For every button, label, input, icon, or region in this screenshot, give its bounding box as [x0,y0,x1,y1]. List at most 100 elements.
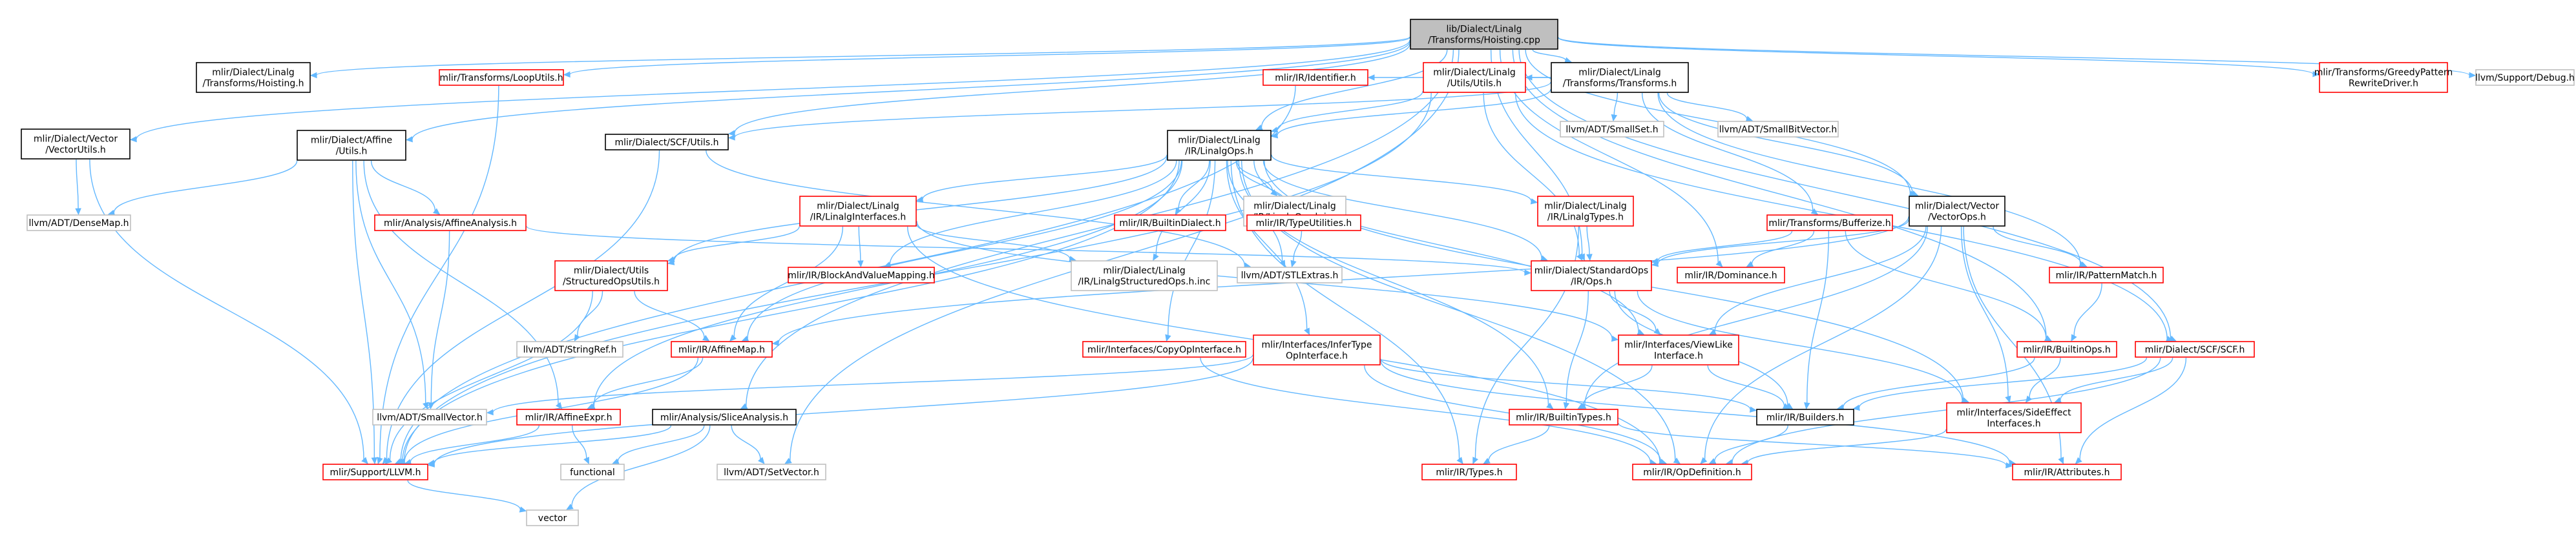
node-dense-map[interactable]: llvm/ADT/DenseMap.h [26,214,131,231]
node-vector-utils[interactable]: mlir/Dialect/Vector/VectorUtils.h [21,128,131,159]
node-bufferize[interactable]: mlir/Transforms/Bufferize.h [1766,214,1893,231]
edge-llvm-h-to-vector [407,480,527,513]
node-transforms-h[interactable]: mlir/Dialect/Linalg/Transforms/Transform… [1551,62,1689,93]
node-label: mlir/Analysis/SliceAnalysis.h [660,413,788,423]
node-string-ref[interactable]: llvm/ADT/StringRef.h [516,341,623,358]
edge-line [889,160,1177,265]
node-linalg-utils[interactable]: mlir/Dialect/Linalg/Utils/Utils.h [1423,62,1526,93]
node-scf-utils[interactable]: mlir/Dialect/SCF/Utils.h [605,134,729,150]
node-box [2049,267,2164,283]
node-box [526,509,579,526]
node-builtin-types[interactable]: mlir/IR/BuiltinTypes.h [1509,409,1618,426]
node-builtin-dialect[interactable]: mlir/IR/BuiltinDialect.h [1114,214,1226,231]
edge-linalg-ops-to-linalg-types [1271,154,1538,205]
node-op-definition[interactable]: mlir/IR/OpDefinition.h [1632,464,1752,480]
edge-arrowhead [1546,402,1554,409]
node-builtin-ops[interactable]: mlir/IR/BuiltinOps.h [2016,341,2117,358]
edge-arrowhead [771,340,779,346]
node-linalg-ops[interactable]: mlir/Dialect/Linalg/IR/LinalgOps.h [1167,130,1272,161]
edge-line [2029,357,2061,398]
node-affine-map[interactable]: mlir/IR/AffineMap.h [671,341,773,358]
edge-arrowhead [361,457,368,464]
node-block-and-value[interactable]: mlir/IR/BlockAndValueMapping.h [788,267,935,283]
node-box [516,341,623,358]
edge-line [571,425,711,507]
node-linalg-interfaces[interactable]: mlir/Dialect/Linalg/IR/LinalgInterfaces.… [799,196,917,227]
edge-linalg-ops-to-copy-op-interface [1165,160,1216,342]
node-loop-utils[interactable]: mlir/Transforms/LoopUtils.h [439,69,564,86]
edge-line [1483,92,1580,256]
edge-arrowhead [486,409,494,416]
edge-arrowhead [1525,74,1533,81]
edge-arrowhead [583,457,589,465]
edge-transforms-h-to-small-bit-vector [1666,92,1754,122]
node-box [2319,62,2448,93]
node-slice-analysis[interactable]: mlir/Analysis/SliceAnalysis.h [652,409,797,426]
node-scf-h[interactable]: mlir/Dialect/SCF/SCF.h [2135,341,2255,358]
node-label: /VectorUtils.h [45,145,105,156]
node-box [372,409,487,426]
edge-arrowhead [1804,402,1810,410]
node-vector[interactable]: vector [526,509,579,526]
node-box [1246,214,1361,231]
node-standard-ops[interactable]: mlir/Dialect/StandardOps/IR/Ops.h [1531,260,1652,291]
node-copy-op-interface[interactable]: mlir/Interfaces/CopyOpInterface.h [1082,341,1246,358]
node-structured-ops-inc[interactable]: mlir/Dialect/Linalg/IR/LinalgStructuredO… [1071,260,1218,291]
node-box [1537,196,1634,227]
node-type-utilities[interactable]: mlir/IR/TypeUtilities.h [1246,214,1361,231]
node-stl-extras[interactable]: llvm/ADT/STLExtras.h [1237,267,1343,283]
edge-arrowhead [555,402,563,409]
node-affine-analysis[interactable]: mlir/Analysis/AffineAnalysis.h [374,214,527,231]
edge-line [1714,226,1927,332]
node-small-set[interactable]: llvm/ADT/SmallSet.h [1560,121,1664,138]
edge-line [352,160,375,458]
node-identifier[interactable]: mlir/IR/Identifier.h [1262,69,1368,86]
node-vector-ops[interactable]: mlir/Dialect/Vector/VectorOps.h [1909,196,2005,227]
edge-arrowhead [1637,329,1645,335]
edge-line [673,156,1168,263]
node-root[interactable]: lib/Dialect/Linalg/Transforms/Hoisting.c… [1410,19,1558,50]
edge-arrowhead [1563,402,1570,410]
edge-linalg-ops-to-infer-type [1226,160,1310,336]
node-dominance[interactable]: mlir/IR/Dominance.h [1677,267,1785,283]
node-debug[interactable]: llvm/Support/Debug.h [2475,69,2575,86]
node-small-bit-vector[interactable]: llvm/ADT/SmallBitVector.h [1717,121,1839,138]
edge-root-to-builtin-ops [1512,49,2053,342]
node-label: /Transforms/Hoisting.h [202,79,304,89]
edge-line [412,41,1410,139]
edge-line [316,36,1410,76]
node-attributes[interactable]: mlir/IR/Attributes.h [2012,464,2122,480]
edge-arrowhead [1715,260,1723,267]
node-llvm-h[interactable]: mlir/Support/LLVM.h [322,464,428,480]
edge-affine-utils-to-small-vector [355,160,429,410]
edge-slice-analysis-to-llvm-h [427,425,672,466]
edge-line [1512,49,2047,338]
node-hoisting-h[interactable]: mlir/Dialect/Linalg/Transforms/Hoisting.… [196,62,311,93]
node-linalg-types[interactable]: mlir/Dialect/Linalg/IR/LinalgTypes.h [1537,196,1634,227]
node-functional[interactable]: functional [560,464,625,480]
edge-arrowhead [1810,208,1819,215]
node-label: /IR/LinalgOps.h [1185,147,1253,157]
edge-line [1236,160,1273,192]
node-small-vector[interactable]: llvm/ADT/SmallVector.h [372,409,487,426]
node-pattern-match[interactable]: mlir/IR/PatternMatch.h [2049,267,2164,283]
node-structured-ops-utils[interactable]: mlir/Dialect/Utils/StructuredOpsUtils.h [554,260,668,291]
edge-arrowhead [2058,457,2064,465]
edge-scf-utils-to-stl-extras [706,150,1251,269]
node-label: /IR/LinalgStructuredOps.h.inc [1078,277,1211,287]
node-affine-expr[interactable]: mlir/IR/AffineExpr.h [516,409,621,426]
edge-line [746,49,1454,406]
node-label: mlir/Transforms/Bufferize.h [1768,218,1890,229]
edge-line [76,159,79,209]
node-affine-utils[interactable]: mlir/Dialect/Affine/Utils.h [297,130,406,161]
node-set-vector[interactable]: llvm/ADT/SetVector.h [717,464,826,480]
node-builders[interactable]: mlir/IR/Builders.h [1756,409,1854,426]
node-ir-types[interactable]: mlir/IR/Types.h [1421,464,1517,480]
node-greedy[interactable]: mlir/Transforms/GreedyPatternRewriteDriv… [2314,62,2453,93]
edge-line [673,226,800,260]
edge-infer-type-to-builders [1380,358,1757,413]
edge-arrowhead [1456,457,1463,464]
